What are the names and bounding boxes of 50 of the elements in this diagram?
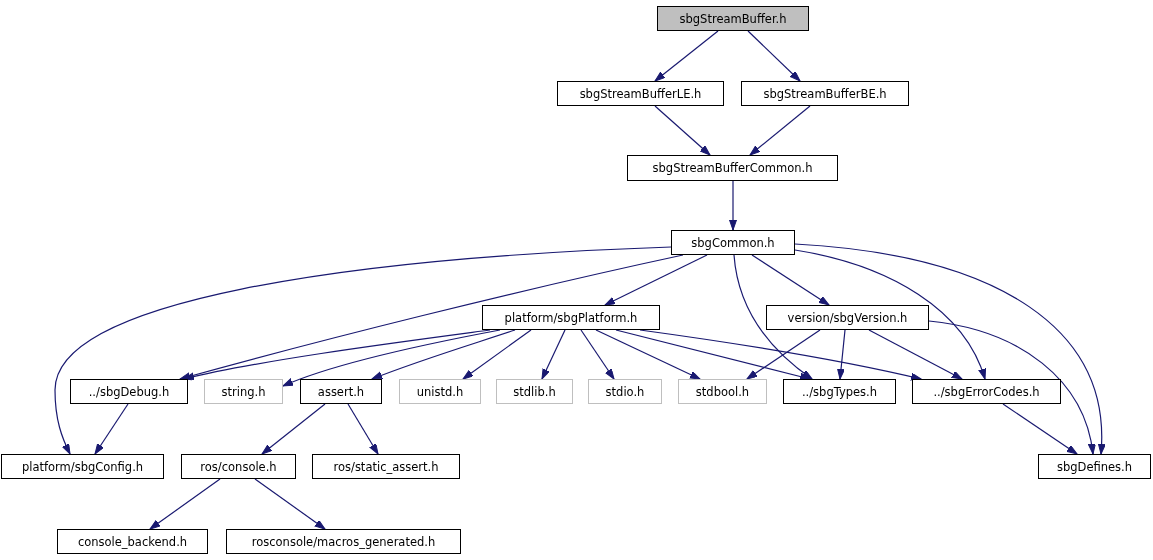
include-arrow	[794, 249, 986, 380]
include-file-node: sbgStreamBufferBE.h	[741, 81, 909, 106]
include-arrow	[149, 478, 221, 530]
include-file-node: platform/sbgPlatform.h	[482, 305, 660, 330]
include-arrow	[928, 320, 1096, 455]
include-arrow	[604, 254, 708, 306]
include-arrow	[54, 246, 672, 455]
include-arrow	[615, 329, 811, 381]
include-arrow	[747, 30, 801, 82]
include-arrow	[254, 478, 326, 530]
system-header-node: stdbool.h	[678, 379, 767, 404]
include-file-node: version/sbgVersion.h	[766, 305, 929, 330]
include-arrow	[580, 329, 615, 380]
system-header-node: stdlib.h	[496, 379, 573, 404]
include-arrow	[733, 254, 813, 380]
include-arrow	[749, 105, 811, 156]
include-arrow	[347, 403, 379, 455]
include-arrow	[837, 329, 846, 380]
include-file-node: sbgDefines.h	[1038, 454, 1151, 479]
include-file-node: platform/sbgConfig.h	[1, 454, 164, 479]
include-file-node: ../sbgTypes.h	[783, 379, 896, 404]
current-file-node: sbgStreamBuffer.h	[657, 6, 809, 31]
include-arrow	[261, 403, 326, 455]
include-arrow	[541, 329, 566, 380]
include-arrow	[746, 329, 821, 380]
include-file-node: sbgStreamBufferCommon.h	[627, 155, 838, 181]
include-arrow	[371, 329, 516, 380]
include-arrow	[94, 403, 129, 455]
include-arrow	[654, 30, 719, 82]
include-arrow	[462, 329, 532, 380]
include-arrow	[1002, 403, 1078, 455]
include-file-node: ../sbgDebug.h	[70, 379, 188, 404]
include-arrow	[729, 180, 737, 231]
include-file-node: console_backend.h	[57, 529, 208, 554]
include-file-node: sbgStreamBufferLE.h	[557, 81, 724, 106]
include-arrow	[654, 105, 711, 156]
include-arrow	[595, 329, 701, 380]
system-header-node: string.h	[204, 379, 283, 404]
include-file-node: rosconsole/macros_generated.h	[226, 529, 461, 554]
include-file-node: ../sbgErrorCodes.h	[912, 379, 1061, 404]
include-file-node: ros/console.h	[181, 454, 296, 479]
system-header-node: unistd.h	[399, 379, 481, 404]
include-arrow	[794, 243, 1106, 455]
include-arrow	[179, 254, 684, 381]
include-arrow	[751, 254, 830, 306]
system-header-node: stdio.h	[588, 379, 662, 404]
include-file-node: ros/static_assert.h	[312, 454, 460, 479]
include-file-node: sbgCommon.h	[671, 230, 795, 255]
include-file-node: assert.h	[300, 379, 382, 404]
include-arrow	[868, 329, 963, 380]
